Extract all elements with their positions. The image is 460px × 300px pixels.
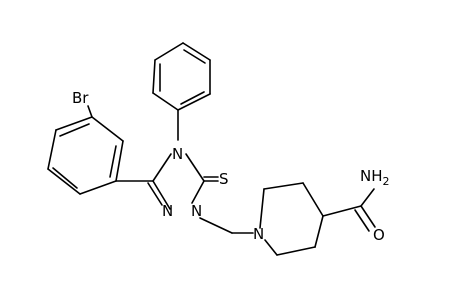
n2-label: N bbox=[162, 202, 173, 220]
bond bbox=[152, 153, 172, 182]
amide-nh2-subscript: 2 bbox=[383, 175, 390, 188]
bond bbox=[264, 239, 278, 256]
bond bbox=[276, 246, 316, 256]
phenyl-ring bbox=[152, 42, 211, 111]
bromine-label: Br bbox=[72, 89, 89, 107]
triazole-ring bbox=[147, 153, 205, 210]
bond bbox=[147, 182, 163, 206]
bond bbox=[152, 92, 179, 111]
bond bbox=[302, 182, 324, 217]
bond bbox=[47, 168, 81, 195]
piperidine-nitrogen-label: N bbox=[253, 225, 264, 243]
bond bbox=[322, 205, 362, 217]
bond bbox=[115, 140, 124, 182]
bond bbox=[152, 180, 171, 210]
bond bbox=[109, 145, 117, 178]
bond bbox=[180, 91, 205, 105]
bromophenyl-ring bbox=[47, 105, 124, 195]
amide-nh2-label: NH2 bbox=[360, 167, 390, 188]
thione-sulfur-label: S bbox=[219, 170, 229, 188]
bond bbox=[185, 153, 205, 182]
bond bbox=[259, 188, 265, 229]
n1-label: N bbox=[191, 202, 202, 220]
bond bbox=[52, 167, 78, 189]
bond bbox=[199, 217, 233, 234]
n4-label: N bbox=[172, 145, 183, 163]
bond bbox=[91, 116, 124, 142]
bond bbox=[360, 188, 375, 207]
bond bbox=[177, 93, 211, 111]
bond bbox=[154, 42, 184, 61]
bond bbox=[79, 180, 117, 195]
bond bbox=[354, 209, 370, 232]
bond bbox=[87, 105, 93, 118]
bond bbox=[59, 123, 90, 137]
amide-oxygen-label: O bbox=[373, 226, 385, 244]
bond bbox=[191, 180, 205, 204]
bond bbox=[152, 59, 156, 94]
bond bbox=[55, 116, 93, 131]
bond bbox=[314, 215, 324, 248]
bond bbox=[183, 49, 206, 64]
piperidine-ring bbox=[259, 182, 324, 256]
bond bbox=[263, 182, 304, 190]
bond bbox=[47, 129, 57, 170]
bond bbox=[360, 205, 376, 228]
bond bbox=[182, 42, 211, 61]
